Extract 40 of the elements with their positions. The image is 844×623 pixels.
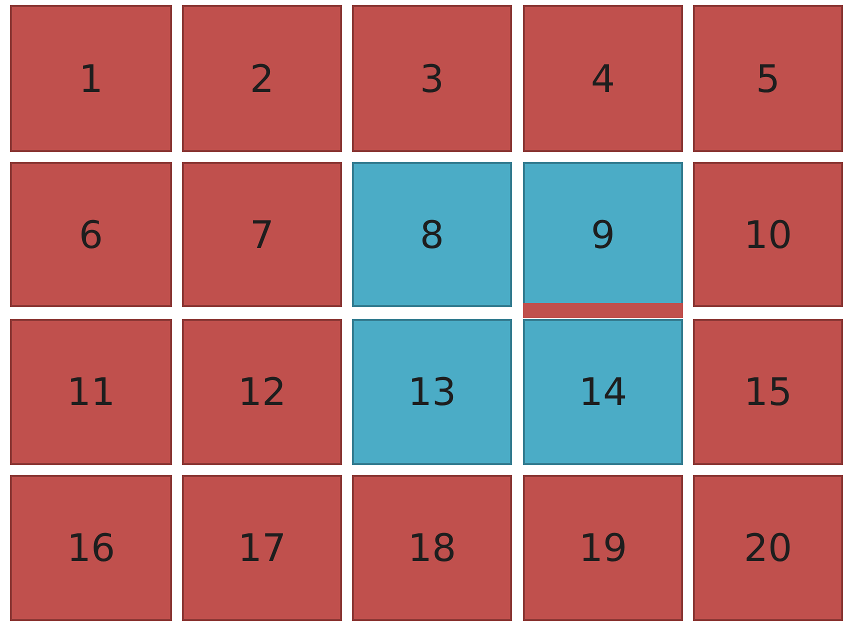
square-tile <box>182 475 342 621</box>
tile-number: 16 <box>66 526 116 570</box>
square-tile <box>352 319 512 465</box>
tile-number: 3 <box>420 56 444 100</box>
tile-number: 2 <box>250 56 274 100</box>
square-tile <box>523 5 683 152</box>
tile-number: 14 <box>578 370 628 414</box>
square-tile <box>182 162 342 307</box>
square-tile <box>693 319 843 465</box>
tile-number: 4 <box>590 56 616 100</box>
tile-number: 12 <box>238 370 286 414</box>
square-tile <box>523 475 683 621</box>
square-tile <box>10 319 172 465</box>
tile-number: 17 <box>238 526 286 570</box>
tile-number: 13 <box>408 370 456 414</box>
tile-number: 8 <box>420 212 444 256</box>
tile-number: 19 <box>578 526 628 570</box>
tile-number: 1 <box>78 56 104 100</box>
tile-number: 9 <box>590 212 616 256</box>
square-tile <box>10 162 172 307</box>
square-tile <box>693 475 843 621</box>
tile-number: 6 <box>78 212 104 256</box>
tile-number: 18 <box>408 526 456 570</box>
tile-number: 5 <box>756 56 780 100</box>
square-tile <box>352 5 512 152</box>
tile-number: 15 <box>744 370 792 414</box>
tile-number: 7 <box>250 212 274 256</box>
square-tile <box>523 319 683 465</box>
tile-number: 20 <box>744 526 792 570</box>
square-tile <box>10 5 172 152</box>
square-tile <box>352 162 512 307</box>
square-tile <box>352 475 512 621</box>
tile-number: 11 <box>66 370 116 414</box>
divider-bar <box>523 303 683 318</box>
square-tile <box>693 162 843 307</box>
square-tile <box>10 475 172 621</box>
square-tile <box>182 5 342 152</box>
tile-number: 10 <box>744 212 792 256</box>
square-tile <box>182 319 342 465</box>
square-tile <box>693 5 843 152</box>
